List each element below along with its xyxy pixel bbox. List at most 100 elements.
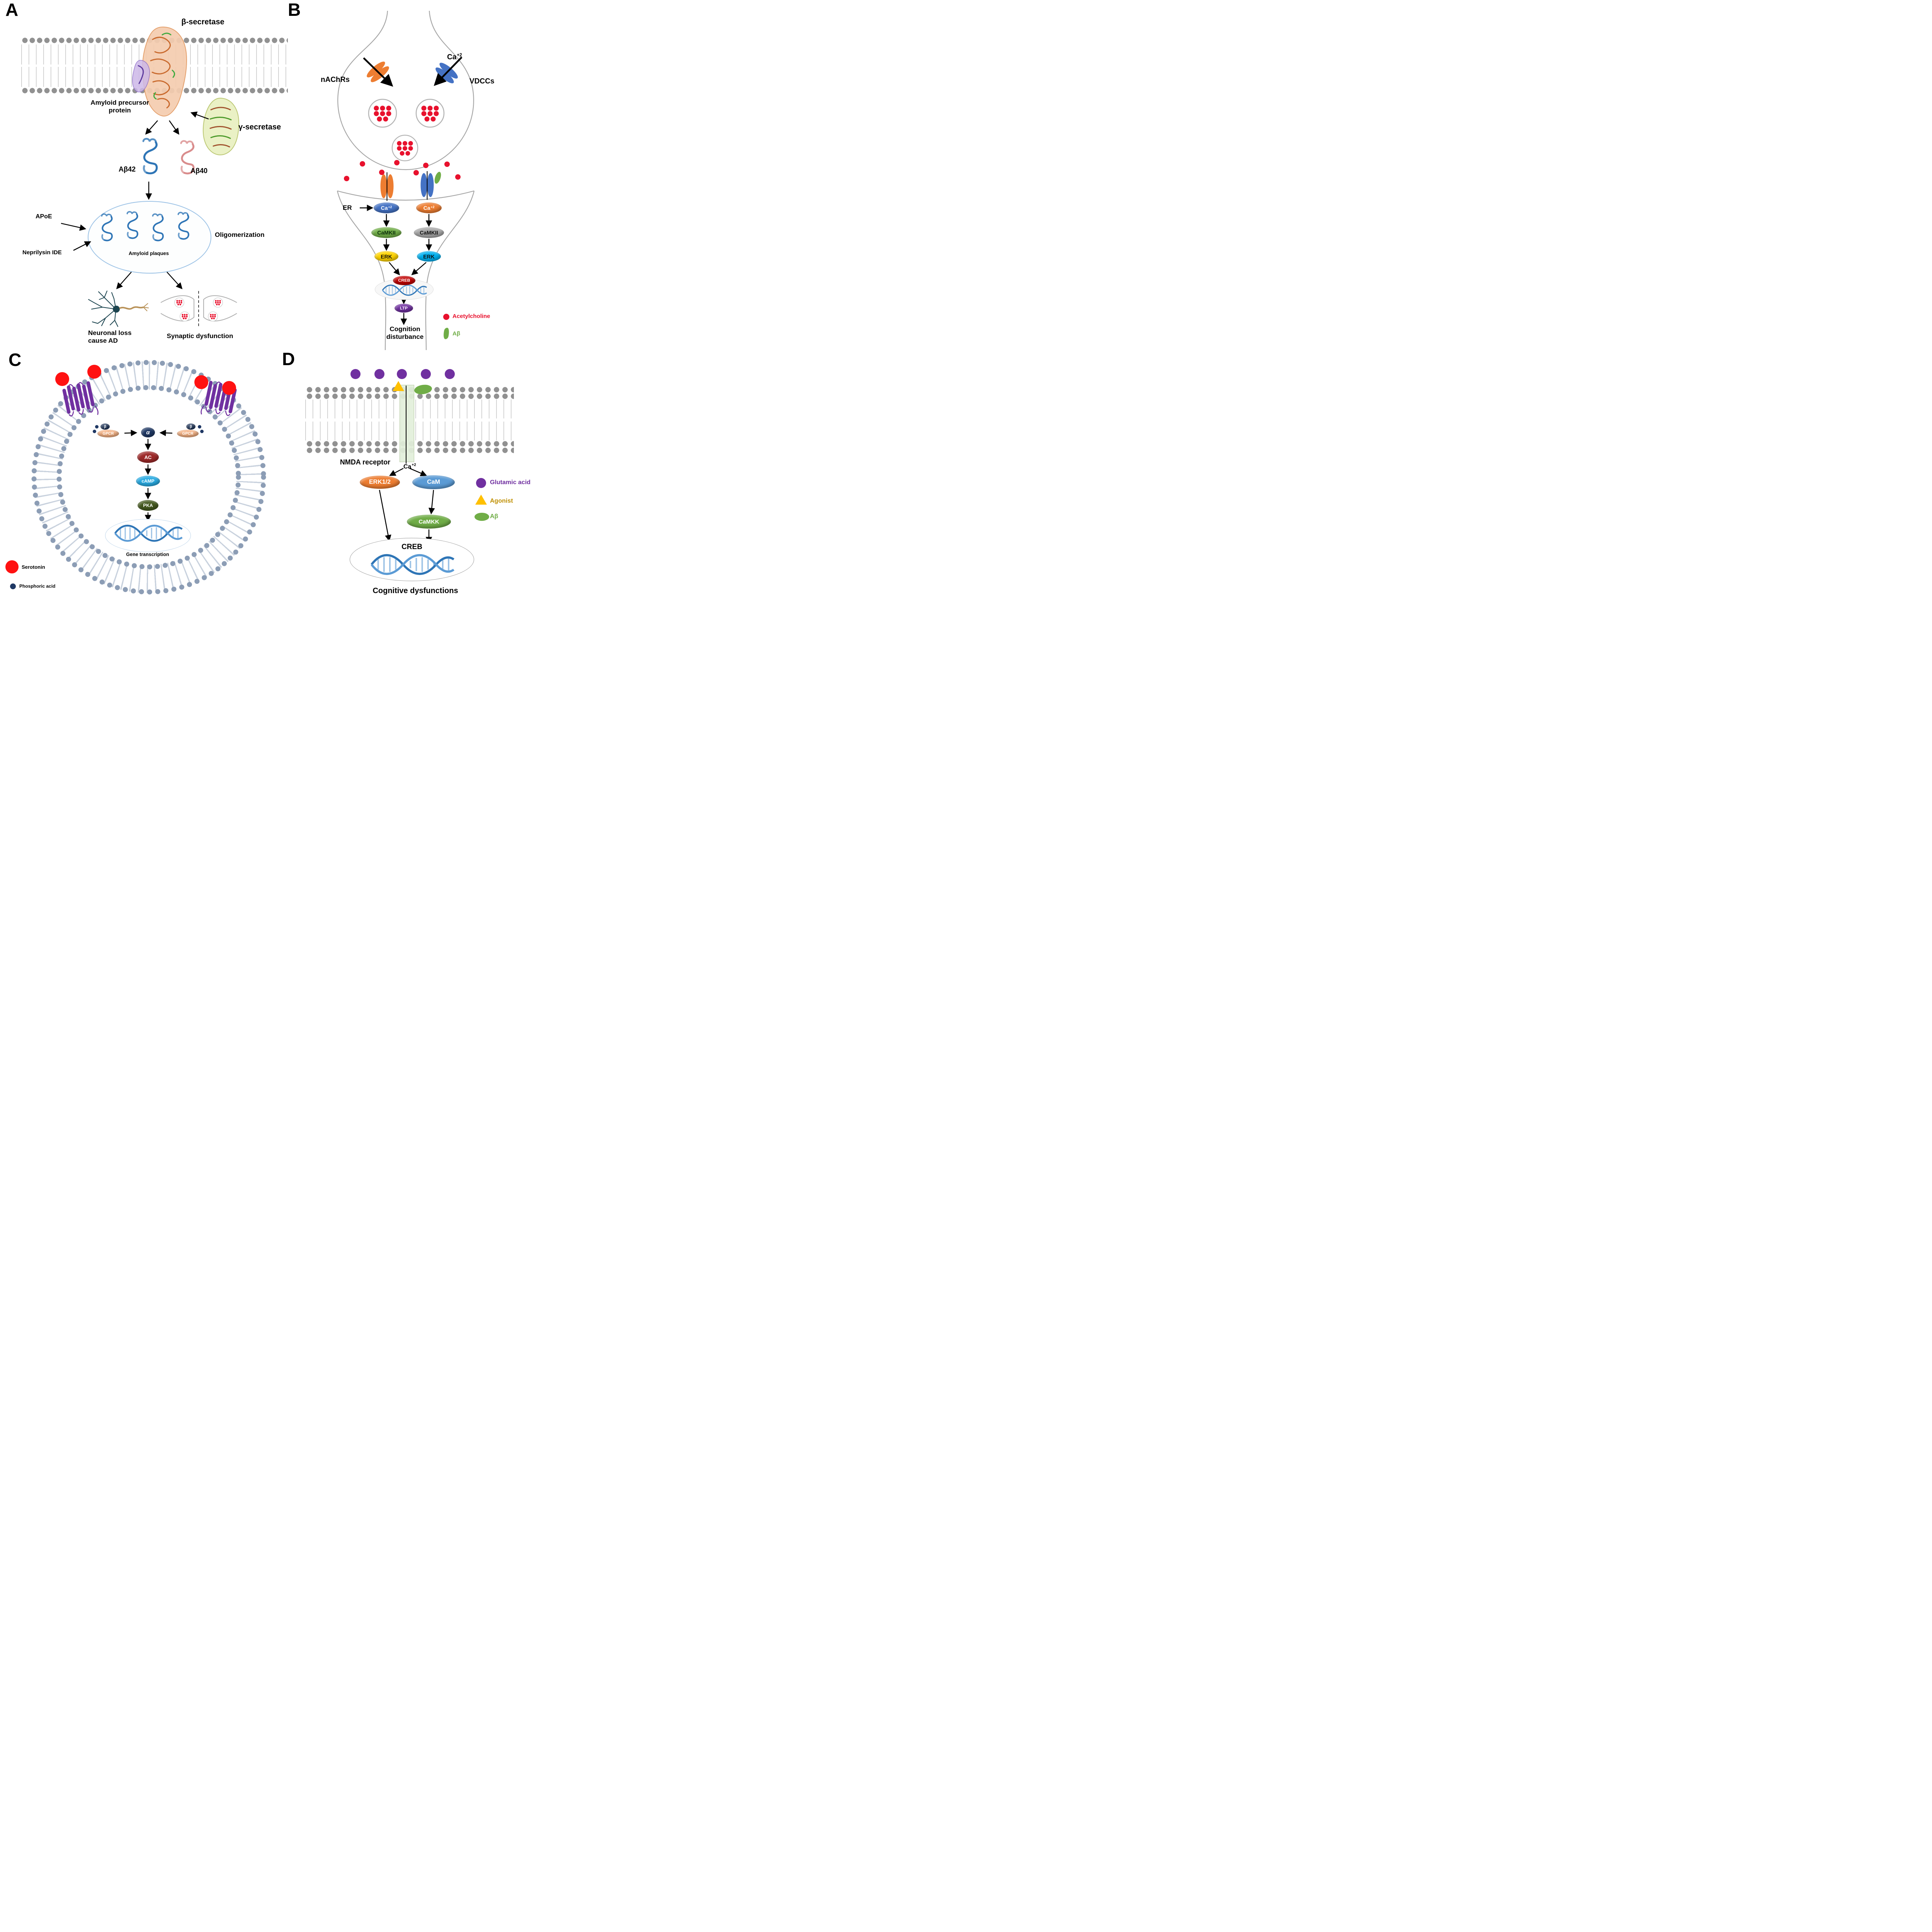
glutamic-acid-molecule xyxy=(421,369,431,379)
gbeta-right: β xyxy=(186,423,196,430)
presynaptic-terminal-outline xyxy=(337,10,474,170)
phosphoric-acid-dot xyxy=(95,425,99,429)
calcium-label-top: Ca+2 xyxy=(447,53,462,61)
panel-c: C GPCR xyxy=(0,348,288,601)
arrow-gamma-to-app xyxy=(190,111,209,120)
phosphoric-acid-dot xyxy=(93,430,96,433)
app-fragment-protein xyxy=(132,60,150,92)
inner-lipid-heads-ring xyxy=(56,385,241,570)
er-label: ER xyxy=(343,204,352,211)
arrow-oligomer-to-neuron xyxy=(116,272,132,289)
cognition-disturbance-label: Cognition disturbance xyxy=(386,325,424,341)
legend-abeta-label-d: Aβ xyxy=(490,513,498,520)
legend-phosphoric-icon xyxy=(10,583,16,589)
panel-c-art xyxy=(61,379,238,522)
phosphoric-acid-dot xyxy=(200,430,204,433)
ca-node-right: Ca+2 xyxy=(416,202,442,213)
panel-a: A xyxy=(0,0,288,348)
gene-transcription-label: Gene transcription xyxy=(126,552,169,557)
arrow-app-to-abeta40 xyxy=(169,120,179,135)
synapse-illustration xyxy=(160,291,237,327)
serotonin-molecule xyxy=(222,381,236,395)
gpcr-bundle-left xyxy=(61,379,99,422)
app-label: Amyloid precursor protein xyxy=(90,99,149,114)
legend-serotonin-label: Serotonin xyxy=(22,564,45,570)
dna-helix-c xyxy=(105,519,190,552)
legend-phosphoric-label: Phosphoric acid xyxy=(19,583,56,589)
postsynaptic-right-wall xyxy=(425,190,475,350)
legend-serotonin-icon xyxy=(5,560,19,573)
arrow-app-to-abeta42 xyxy=(145,120,158,135)
legend-glutamic-icon xyxy=(476,478,486,488)
phosphoric-acid-dot xyxy=(198,425,201,429)
serotonin-molecule xyxy=(194,375,208,389)
oligomerization-label: Oligomerization xyxy=(215,231,265,238)
calcium-label-d: Ca+2 xyxy=(403,463,416,470)
gamma-secretase-protein xyxy=(202,97,240,155)
glutamic-acid-molecule xyxy=(397,369,407,379)
camkii-node-left: CaMKII xyxy=(371,227,401,238)
pka-node: PKA xyxy=(138,500,158,511)
arrow-erk-to-creb-right xyxy=(411,262,427,276)
figure-canvas: A xyxy=(0,0,541,601)
erk12-node: ERK1/2 xyxy=(360,476,400,489)
beta-secretase-protein xyxy=(142,26,187,117)
legend-agonist-label: Agonist xyxy=(490,498,513,504)
serotonin-molecule xyxy=(87,365,101,379)
beta-secretase-label: β-secretase xyxy=(181,18,224,26)
synaptic-vesicles xyxy=(368,99,445,162)
dna-ellipse-b xyxy=(375,279,434,300)
arrow-ca-to-cam xyxy=(409,468,427,476)
arrow-through-nachr xyxy=(363,57,393,87)
arrow-cam-to-camkk xyxy=(428,490,435,515)
panel-a-arrows xyxy=(61,111,209,289)
abeta-on-channel-icon xyxy=(434,172,441,184)
legend-acetylcholine-label: Acetylcholine xyxy=(452,313,490,320)
panel-b: B xyxy=(288,0,541,352)
postsynaptic-left-wall xyxy=(337,190,386,350)
camkk-node: CaMKK xyxy=(407,515,451,529)
glutamic-acid-molecule xyxy=(350,369,361,379)
oligomer-ellipse xyxy=(88,201,211,274)
creb-label-d: CREB xyxy=(401,543,422,551)
apoe-label: APoE xyxy=(36,213,52,220)
glutamic-acid-molecule xyxy=(374,369,384,379)
cam-node: CaM xyxy=(412,475,455,489)
g-alpha-node: α xyxy=(141,427,155,437)
neprilysin-label: Neprilysin IDE xyxy=(22,249,62,256)
erk-node-left: ERK xyxy=(374,251,398,262)
erk-node-right: ERK xyxy=(417,251,441,262)
arrow-apoe-to-oligomer xyxy=(61,223,87,231)
arrow-erk-to-creb-left xyxy=(389,262,400,276)
cleft-nachr-channel xyxy=(380,172,394,201)
cell-membrane-head-rings xyxy=(31,360,266,595)
serotonin-molecule xyxy=(55,372,69,386)
postsynaptic-membrane-outline xyxy=(337,190,474,201)
synapse-art xyxy=(337,10,475,350)
arrow-ca-to-erk12 xyxy=(389,468,404,476)
legend-abeta-icon-d xyxy=(474,513,489,521)
gene-transcription-ellipse xyxy=(105,519,191,552)
abeta42-label: Aβ42 xyxy=(118,165,136,173)
panel-a-label: A xyxy=(5,0,19,20)
creb-node: CREB xyxy=(393,276,415,285)
camp-node: cAMP xyxy=(136,476,160,486)
arrow-neprilysin-to-oligomer xyxy=(73,241,91,251)
legend-acetylcholine-icon xyxy=(443,314,449,320)
creb-ellipse: CREB xyxy=(350,538,474,581)
nachrs-label: nAChRs xyxy=(321,76,350,84)
arrow-through-vdcc xyxy=(434,56,463,86)
gamma-secretase-label: γ-secretase xyxy=(238,123,281,131)
gpcr-complex-left: GPCR xyxy=(97,430,119,437)
legend-glutamic-label: Glutamic acid xyxy=(490,479,531,486)
panel-d: D xyxy=(278,348,541,601)
legend-agonist-icon xyxy=(475,495,487,505)
nmda-channel xyxy=(400,385,414,462)
cognitive-dysfunctions-label: Cognitive dysfunctions xyxy=(372,587,458,595)
neuronal-loss-label: Neuronal loss cause AD xyxy=(88,329,132,345)
gbeta-left: β xyxy=(100,423,110,430)
ltp-node: LTP xyxy=(395,304,413,313)
ca-node-left: Ca+2 xyxy=(374,202,399,213)
panel-c-label: C xyxy=(9,350,22,370)
legend-abeta-label: Aβ xyxy=(452,330,460,337)
